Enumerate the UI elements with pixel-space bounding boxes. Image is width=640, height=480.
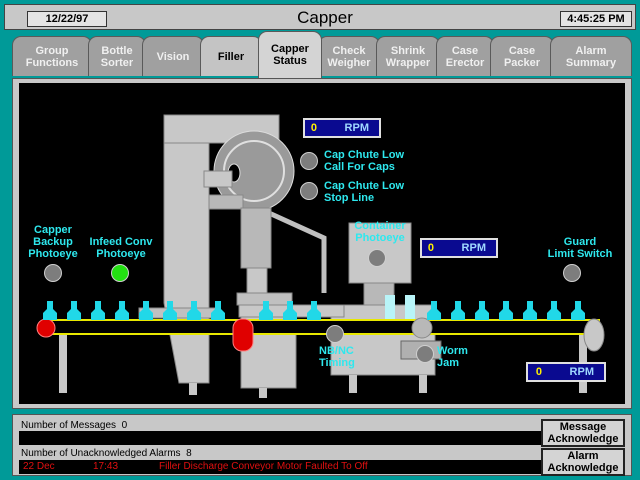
time-display: 4:45:25 PM (560, 11, 632, 27)
capper-backup-label: Capper Backup Photoeye (28, 224, 78, 260)
tab-bottle-sorter[interactable]: Bottle Sorter (88, 36, 146, 76)
capper-rpm-display: 0 RPM (303, 118, 381, 138)
machine-diagram (36, 114, 605, 398)
title-bar: 12/22/97 Capper 4:45:25 PM (4, 4, 636, 30)
motor-capper (232, 318, 254, 352)
capper-mimic-display: 0 RPM 0 RPM 0 RPM Cap Chute Low Call For… (19, 83, 625, 404)
guard-limit-label: Guard Limit Switch (547, 236, 613, 260)
worm-rpm-unit: RPM (461, 242, 486, 254)
capper-backup-lamp (44, 264, 62, 282)
alarms-count: 8 (186, 448, 192, 459)
container-photoeye-lamp (368, 249, 386, 267)
tab-case-packer[interactable]: Case Packer (490, 36, 554, 76)
gearbox (330, 304, 436, 376)
cap-chute-low-stop-lamp (300, 182, 318, 200)
infeed-conv-label: Infeed Conv Photoeye (89, 236, 153, 260)
conveyor-belt (43, 319, 600, 335)
worm-jam-lamp (416, 345, 434, 363)
capper-rpm-value: 0 (310, 122, 317, 134)
message-acknowledge-button[interactable]: Message Acknowledge (541, 419, 625, 447)
alarm-text: Filler Discharge Conveyor Motor Faulted … (159, 461, 368, 472)
alarm-row[interactable]: 22 Dec 17:43 Filler Discharge Conveyor M… (19, 460, 541, 474)
tab-check-weigher[interactable]: Check Weigher (318, 36, 380, 76)
capper-rpm-unit: RPM (344, 122, 369, 134)
message-panel: Number of Messages 0 Number of Unacknowl… (12, 414, 632, 476)
container-photoeye-label: Container Photoeye (354, 220, 406, 244)
alarm-date: 22 Dec (23, 461, 55, 472)
date-display: 12/22/97 (27, 11, 107, 27)
nbnc-timing-label: NB/NC Timing (319, 345, 355, 369)
tab-shrink-wrapper[interactable]: Shrink Wrapper (376, 36, 440, 76)
conveyor-rpm-unit: RPM (569, 366, 594, 378)
tab-filler[interactable]: Filler (200, 36, 262, 76)
messages-count: 0 (121, 420, 128, 431)
cap-chute-low-call-label: Cap Chute Low Call For Caps (324, 149, 405, 173)
guard-limit-lamp (563, 264, 581, 282)
worm-rpm-value: 0 (427, 242, 434, 254)
messages-count-row: Number of Messages 0 (21, 420, 127, 431)
tab-case-erector[interactable]: Case Erector (436, 36, 494, 76)
cap-chute (267, 210, 327, 293)
tab-capper-status[interactable]: Capper Status (258, 31, 322, 78)
conveyor-rpm-display: 0 RPM (526, 362, 606, 382)
messages-label: Number of Messages (21, 420, 117, 431)
nbnc-timing-lamp (326, 325, 344, 343)
window-title: Capper (297, 8, 353, 27)
alarm-acknowledge-button[interactable]: Alarm Acknowledge (541, 448, 625, 476)
alarms-count-row: Number of Unacknowledged Alarms 8 (21, 448, 192, 459)
cap-chute-low-stop-label: Cap Chute Low Stop Line (324, 180, 405, 204)
alarm-time: 17:43 (93, 461, 119, 472)
alarms-label: Number of Unacknowledged Alarms (21, 448, 181, 459)
message-list[interactable] (19, 431, 541, 445)
tab-alarm-summary[interactable]: Alarm Summary (550, 36, 632, 76)
tab-group-functions[interactable]: Group Functions (12, 36, 92, 76)
cap-chute-low-call-lamp (300, 152, 318, 170)
motor-left (36, 318, 56, 338)
tab-bar: Group Functions Bottle Sorter Vision Fil… (12, 31, 632, 79)
worm-jam-label: Worm Jam (437, 345, 468, 369)
tab-vision[interactable]: Vision (142, 36, 204, 76)
bottles (43, 301, 585, 320)
infeed-conv-lamp (111, 264, 129, 282)
worm-rpm-display: 0 RPM (420, 238, 498, 258)
conveyor-rpm-value: 0 (535, 366, 542, 378)
